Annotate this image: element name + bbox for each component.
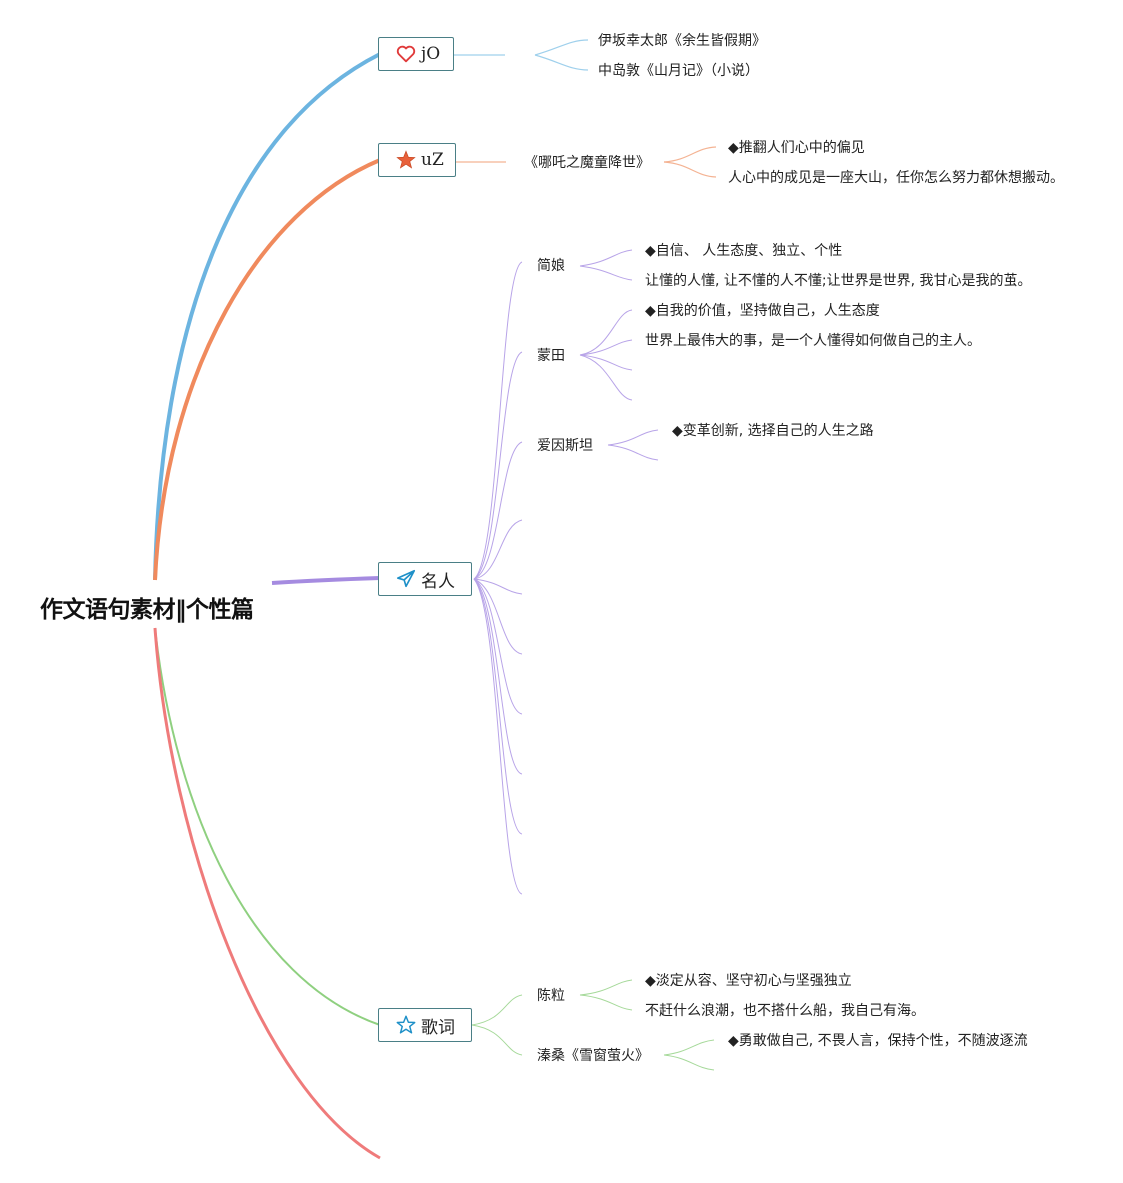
- leaf-text: 人心中的成见是一座大山，任你怎么努力都休想搬动。: [728, 170, 1064, 186]
- leaf-text: ◆推翻人们心中的偏见: [728, 140, 865, 156]
- star-filled-icon: [395, 149, 417, 171]
- topic-nezha[interactable]: 《哪吒之魔童降世》: [524, 155, 650, 171]
- star-outline-icon: [395, 1014, 417, 1036]
- topic-qinsang[interactable]: 溱桑《雪窗萤火》: [537, 1048, 649, 1064]
- topic-chenli[interactable]: 陈粒: [537, 988, 565, 1004]
- branch-connector-geci: [154, 627, 381, 1026]
- branch-uz[interactable]: uZ: [378, 143, 456, 177]
- heart-icon: [395, 43, 417, 65]
- leaf-text: ◆自我的价值，坚持做自己，人生态度: [645, 303, 880, 319]
- topic-einstein[interactable]: 爱因斯坦: [537, 438, 593, 454]
- branch-label: 歌词: [421, 1017, 455, 1038]
- branch-label: uZ: [421, 150, 444, 170]
- leaf-text: ◆淡定从容、坚守初心与坚强独立: [645, 973, 852, 989]
- branch-connector-mingren: [271, 576, 381, 585]
- leaf-text: ◆勇敢做自己, 不畏人言，保持个性，不随波逐流: [728, 1033, 1028, 1049]
- branch-connector-empty: [153, 627, 381, 1160]
- branch-geci[interactable]: 歌词: [378, 1008, 472, 1042]
- branch-label: 名人: [421, 571, 455, 592]
- leaf-text: 不赶什么浪潮，也不搭什么船，我自己有海。: [645, 1003, 925, 1019]
- branch-mingren[interactable]: 名人: [378, 562, 472, 596]
- leaf-text: 伊坂幸太郎《余生皆假期》: [598, 33, 766, 49]
- branch-connector-uz: [153, 158, 381, 581]
- leaf-text: 让懂的人懂, 让不懂的人不懂;让世界是世界, 我甘心是我的茧。: [645, 273, 1032, 289]
- topic-mengtian[interactable]: 蒙田: [537, 348, 565, 364]
- root-title[interactable]: 作文语句素材‖个性篇: [40, 597, 254, 623]
- leaf-text: 世界上最伟大的事，是一个人懂得如何做自己的主人。: [645, 333, 981, 349]
- branch-jo[interactable]: jO: [378, 37, 454, 71]
- leaf-text: ◆变革创新, 选择自己的人生之路: [672, 423, 874, 439]
- branch-connector-jo: [153, 52, 381, 581]
- leaf-text: ◆自信、 人生态度、独立、个性: [645, 243, 843, 259]
- branch-label: jO: [421, 44, 441, 64]
- leaf-text: 中岛敦《山月记》（小说）: [598, 63, 759, 79]
- topic-jianniang[interactable]: 简娘: [537, 258, 565, 274]
- paper-plane-icon: [395, 568, 417, 590]
